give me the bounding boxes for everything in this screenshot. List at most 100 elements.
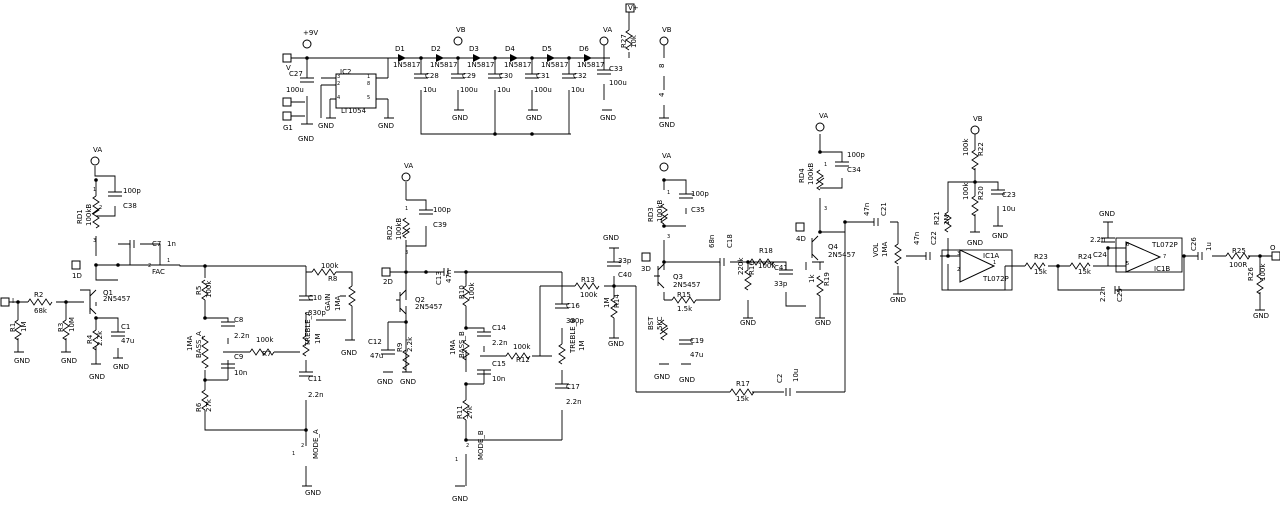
- refs-label: 33p: [774, 280, 788, 288]
- refs-label: 1D: [72, 272, 82, 280]
- ic1b-frame: [1115, 237, 1183, 273]
- refs-label: 100k: [256, 336, 274, 344]
- refs-label: 15k: [736, 395, 750, 403]
- pins-label: 2: [148, 263, 151, 269]
- refs-label: 47n: [863, 203, 871, 216]
- refs-label: 27k: [205, 398, 213, 412]
- refs-label: 1N5817: [393, 61, 421, 69]
- refs-label: 27k: [466, 405, 474, 419]
- refs-label: 1N5817: [430, 61, 458, 69]
- refs-label: TREBLE_A: [304, 311, 312, 347]
- refs-label: R11: [456, 405, 464, 419]
- pins-label: 5: [1126, 261, 1129, 267]
- refs-label: 4D: [796, 235, 806, 243]
- refs-label: R13: [581, 276, 595, 284]
- refs-label: 47n: [445, 270, 453, 283]
- refs-label: 8: [658, 64, 666, 68]
- refs-label: 10n: [234, 369, 247, 377]
- gnd-label: GND: [305, 489, 321, 497]
- refs-label: C38: [123, 202, 137, 210]
- refs-label: TL072P: [982, 275, 1009, 283]
- refs-label: 2.2k: [96, 330, 104, 346]
- refs-label: C14: [492, 324, 506, 332]
- refs-label: C21: [880, 202, 888, 216]
- refs-label: 100R: [1229, 261, 1247, 269]
- refs-label: 15k: [1034, 268, 1048, 276]
- refs-label: R4: [86, 334, 94, 344]
- refs-label: 10u: [423, 86, 436, 94]
- gnd-label: GND: [113, 363, 129, 371]
- refs-label: 1n: [167, 240, 176, 248]
- refs-label: 68k: [34, 307, 48, 315]
- pins-label: 6: [1126, 242, 1129, 248]
- refs-label: C31: [536, 72, 550, 80]
- refs-label: 15k: [1078, 268, 1092, 276]
- gnd-label: GND: [526, 114, 542, 122]
- refs-label: 100kB: [656, 200, 664, 222]
- refs-label: C7: [152, 240, 161, 248]
- pins-label: 1: [993, 260, 996, 266]
- refs-label: 3D: [641, 265, 651, 273]
- refs-label: 47n: [913, 232, 921, 245]
- refs-label: C24: [1093, 251, 1107, 259]
- pins-label: 5: [367, 95, 370, 101]
- gnd-label: GND: [89, 373, 105, 381]
- power-label: VA: [662, 152, 671, 160]
- refs-label: 1k: [808, 274, 816, 283]
- refs-label: 1MA: [186, 336, 194, 351]
- connector-2d: [381, 267, 391, 277]
- components: [0, 3, 1280, 421]
- refs-label: R3: [57, 323, 65, 332]
- refs-label: R22: [977, 142, 985, 156]
- refs-label: Q4: [828, 243, 839, 251]
- refs-label: R17: [736, 380, 750, 388]
- ic1a-frame: [941, 249, 1013, 291]
- pins-label: 3: [667, 234, 670, 240]
- refs-label: 100u: [460, 86, 478, 94]
- refs-label: 100p: [433, 206, 451, 214]
- refs-label: 2.2n: [1090, 236, 1106, 244]
- refs-label: 220k: [737, 257, 745, 275]
- refs-label: 1N5817: [577, 61, 605, 69]
- refs-label: C40: [618, 271, 632, 279]
- power-label: VB: [973, 115, 983, 123]
- refs-label: LT1054: [341, 107, 367, 115]
- refs-label: C35: [691, 206, 705, 214]
- refs-label: D1: [395, 45, 405, 53]
- resistors: [14, 29, 1264, 421]
- gnd-symbols: [14, 109, 1265, 487]
- potentiometers: [91, 169, 902, 369]
- gnd-label: GND: [452, 495, 468, 503]
- refs-label: 1u: [1205, 242, 1213, 251]
- refs-label: FAC: [152, 268, 165, 276]
- refs-label: R14: [613, 294, 621, 308]
- refs-label: R16: [748, 261, 756, 275]
- refs-label: R26: [1247, 267, 1255, 281]
- pins-label: 3: [405, 250, 408, 256]
- gnd-label: GND: [603, 234, 619, 242]
- refs-label: RD2: [386, 225, 394, 240]
- connector-g-a: [282, 97, 292, 107]
- transistors: [89, 235, 819, 315]
- pins-label: 3: [93, 238, 96, 244]
- refs-label: 4: [658, 92, 666, 97]
- refs-label: 2.2n: [492, 339, 508, 347]
- junction-dots: [16, 56, 1262, 442]
- opamp-ic1b: [1125, 241, 1162, 273]
- refs-label: R24: [1078, 253, 1092, 261]
- gnd-label: GND: [740, 319, 756, 327]
- gnd-label: GND: [452, 114, 468, 122]
- capacitors: [108, 69, 1203, 396]
- power-label: VB: [662, 26, 672, 34]
- wires: [6, 10, 1280, 486]
- refs-label: D6: [579, 45, 589, 53]
- pins-label: 1: [367, 74, 370, 80]
- gnd-label: GND: [600, 114, 616, 122]
- refs-label: 100k: [962, 138, 970, 156]
- refs-label: Q3: [673, 273, 683, 281]
- refs-label: R5: [195, 286, 203, 295]
- gnd-label: GND: [967, 239, 983, 247]
- gnd-label: GND: [815, 319, 831, 327]
- refs-label: 100k: [321, 262, 339, 270]
- refs-label: 2.2n: [308, 391, 324, 399]
